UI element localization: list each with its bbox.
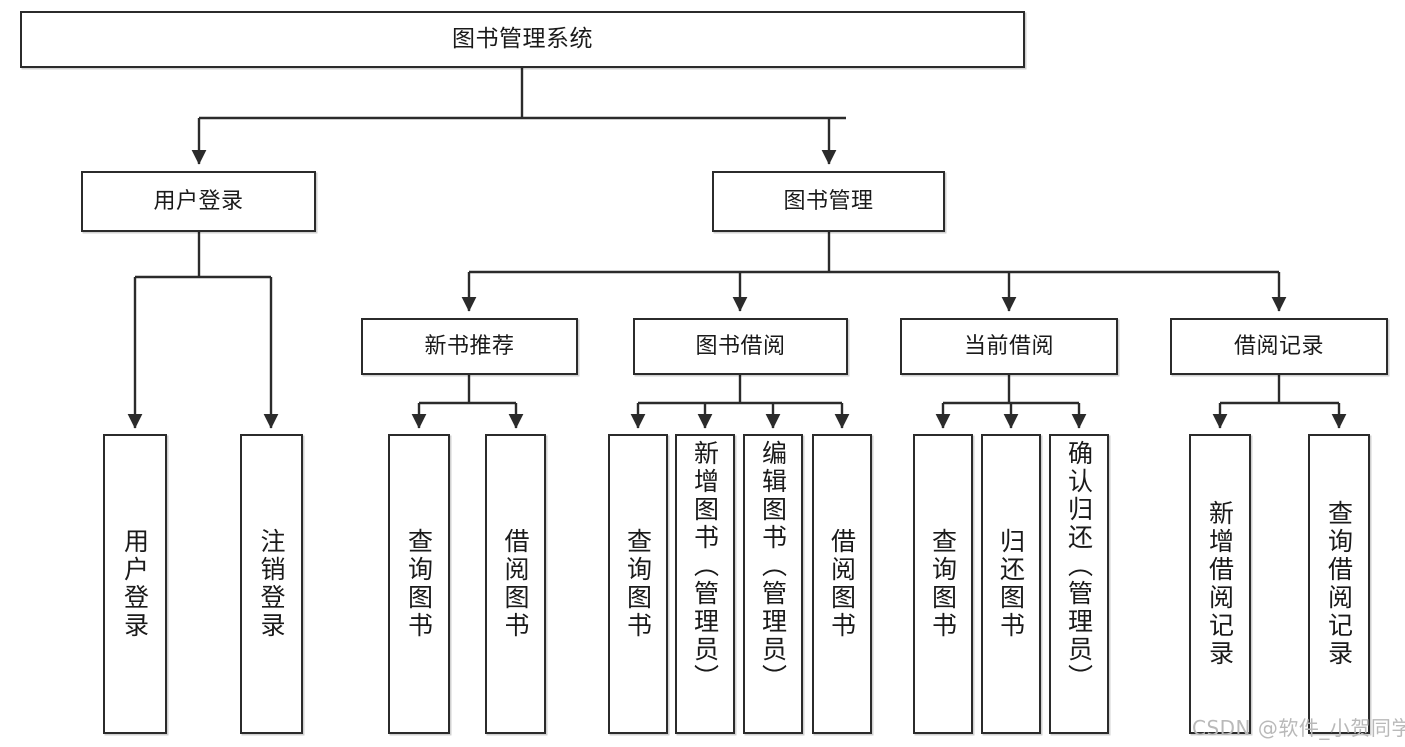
node-book-borrow[interactable]: 图书借阅 [633,318,848,375]
leaf-return-book[interactable]: 归还图书 [981,434,1041,734]
leaf-logout-label: 注销登录 [257,528,286,640]
leaf-query-book-label: 查询图书 [623,528,653,640]
leaf-query-borrow-record[interactable]: 查询借阅记录 [1308,434,1370,734]
leaf-confirm-return-admin-label: 确认归还（管理员） [1064,440,1094,692]
node-book-management-label: 图书管理 [783,188,874,214]
node-book-management[interactable]: 图书管理 [712,171,945,232]
csdn-watermark: CSDN @软件_小贺同学 [1192,716,1405,740]
leaf-edit-book-admin-label: 编辑图书（管理员） [758,440,788,692]
node-book-borrow-label: 图书借阅 [695,333,786,359]
leaf-confirm-return-admin[interactable]: 确认归还（管理员） [1049,434,1109,734]
node-user-login-label: 用户登录 [153,188,244,214]
leaf-borrow-book-recommend-label: 借阅图书 [501,528,530,640]
leaf-logout[interactable]: 注销登录 [240,434,303,734]
leaf-query-book[interactable]: 查询图书 [608,434,668,734]
node-root[interactable]: 图书管理系统 [20,11,1025,68]
leaf-borrow-book-label: 借阅图书 [827,528,857,640]
node-borrow-record[interactable]: 借阅记录 [1170,318,1388,375]
node-current-borrow-label: 当前借阅 [963,333,1054,359]
node-root-label: 图书管理系统 [452,26,593,53]
node-current-borrow[interactable]: 当前借阅 [900,318,1118,375]
leaf-query-book-current-label: 查询图书 [928,528,958,640]
node-new-book-recommend-label: 新书推荐 [424,333,515,359]
leaf-user-login-label: 用户登录 [120,528,150,640]
node-new-book-recommend[interactable]: 新书推荐 [361,318,578,375]
leaf-add-borrow-record-label: 新增借阅记录 [1205,500,1235,668]
leaf-borrow-book[interactable]: 借阅图书 [812,434,872,734]
leaf-query-borrow-record-label: 查询借阅记录 [1324,500,1354,668]
leaf-query-book-recommend-label: 查询图书 [404,528,434,640]
node-borrow-record-label: 借阅记录 [1233,333,1324,359]
leaf-return-book-label: 归还图书 [996,528,1026,640]
leaf-add-book-admin[interactable]: 新增图书（管理员） [675,434,735,734]
node-user-login[interactable]: 用户登录 [81,171,316,232]
leaf-add-book-admin-label: 新增图书（管理员） [690,440,720,692]
leaf-edit-book-admin[interactable]: 编辑图书（管理员） [743,434,803,734]
leaf-query-book-current[interactable]: 查询图书 [913,434,973,734]
leaf-user-login[interactable]: 用户登录 [103,434,167,734]
leaf-add-borrow-record[interactable]: 新增借阅记录 [1189,434,1251,734]
leaf-query-book-recommend[interactable]: 查询图书 [388,434,450,734]
leaf-borrow-book-recommend[interactable]: 借阅图书 [485,434,546,734]
